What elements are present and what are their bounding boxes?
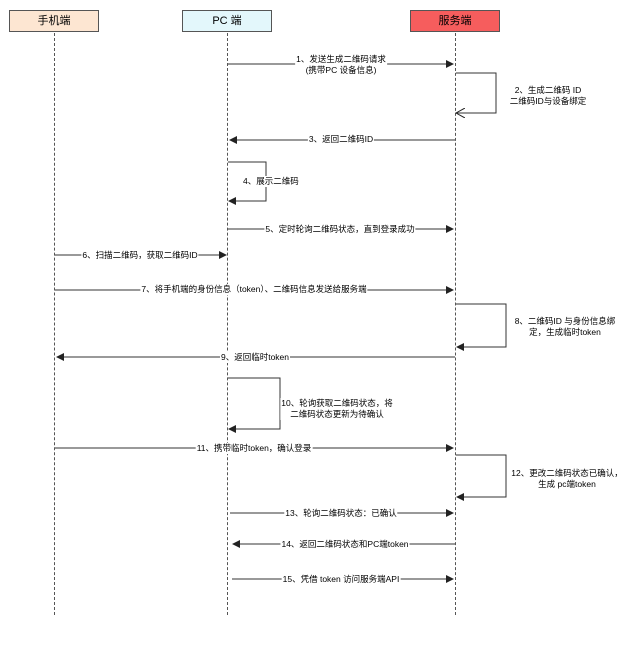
message-8-line2: 定，生成临时token [529, 327, 601, 337]
message-7-label: 7、将手机端的身份信息（token）、二维码信息发送给服务端 [140, 284, 368, 295]
lifeline-mobile [54, 33, 55, 615]
message-1-line1: 1、发送生成二维码请求 [296, 54, 386, 64]
message-3-label: 3、返回二维码ID [307, 134, 375, 145]
lifeline-server [455, 33, 456, 615]
message-2-label: 2、生成二维码 ID 二维码ID与设备绑定 [508, 85, 588, 107]
arrow-8 [456, 303, 507, 351]
message-4-label: 4、展示二维码 [242, 176, 300, 187]
arrow-12 [456, 454, 507, 501]
message-12-label: 12、更改二维码状态已确认， 生成 pc端token [510, 468, 624, 490]
participant-server: 服务端 [410, 10, 500, 32]
message-12-line1: 12、更改二维码状态已确认， [511, 468, 623, 478]
message-2-line2: 二维码ID与设备绑定 [509, 96, 587, 106]
message-2-line1: 2、生成二维码 ID [514, 85, 582, 95]
message-15-label: 15、凭借 token 访问服务端API [281, 574, 401, 585]
message-8-line1: 8、二维码ID 与身份信息绑 [514, 316, 616, 326]
message-1-label: 1、发送生成二维码请求 (携带PC 设备信息) [295, 54, 387, 76]
message-10-line2: 二维码状态更新为待确认 [290, 409, 384, 419]
message-10-line1: 10、轮询获取二维码状态，将 [281, 398, 393, 408]
lifeline-pc [227, 33, 228, 615]
arrow-10 [228, 377, 281, 433]
message-14-label: 14、返回二维码状态和PC端token [280, 539, 410, 550]
message-9-label: 9、返回临时token [219, 352, 291, 363]
message-1-line2: (携带PC 设备信息) [305, 65, 377, 75]
arrow-2 [456, 72, 497, 113]
message-5-label: 5、定时轮询二维码状态，直到登录成功 [264, 224, 416, 235]
message-12-line2: 生成 pc端token [538, 479, 596, 489]
participant-mobile: 手机端 [9, 10, 99, 32]
message-13-label: 13、轮询二维码状态：已确认 [284, 508, 398, 519]
message-11-label: 11、携带临时token，确认登录 [195, 443, 313, 454]
message-6-label: 6、扫描二维码，获取二维码ID [81, 250, 199, 261]
message-8-label: 8、二维码ID 与身份信息绑 定，生成临时token [513, 316, 617, 338]
participant-pc: PC 端 [182, 10, 272, 32]
message-10-label: 10、轮询获取二维码状态，将 二维码状态更新为待确认 [280, 398, 394, 420]
